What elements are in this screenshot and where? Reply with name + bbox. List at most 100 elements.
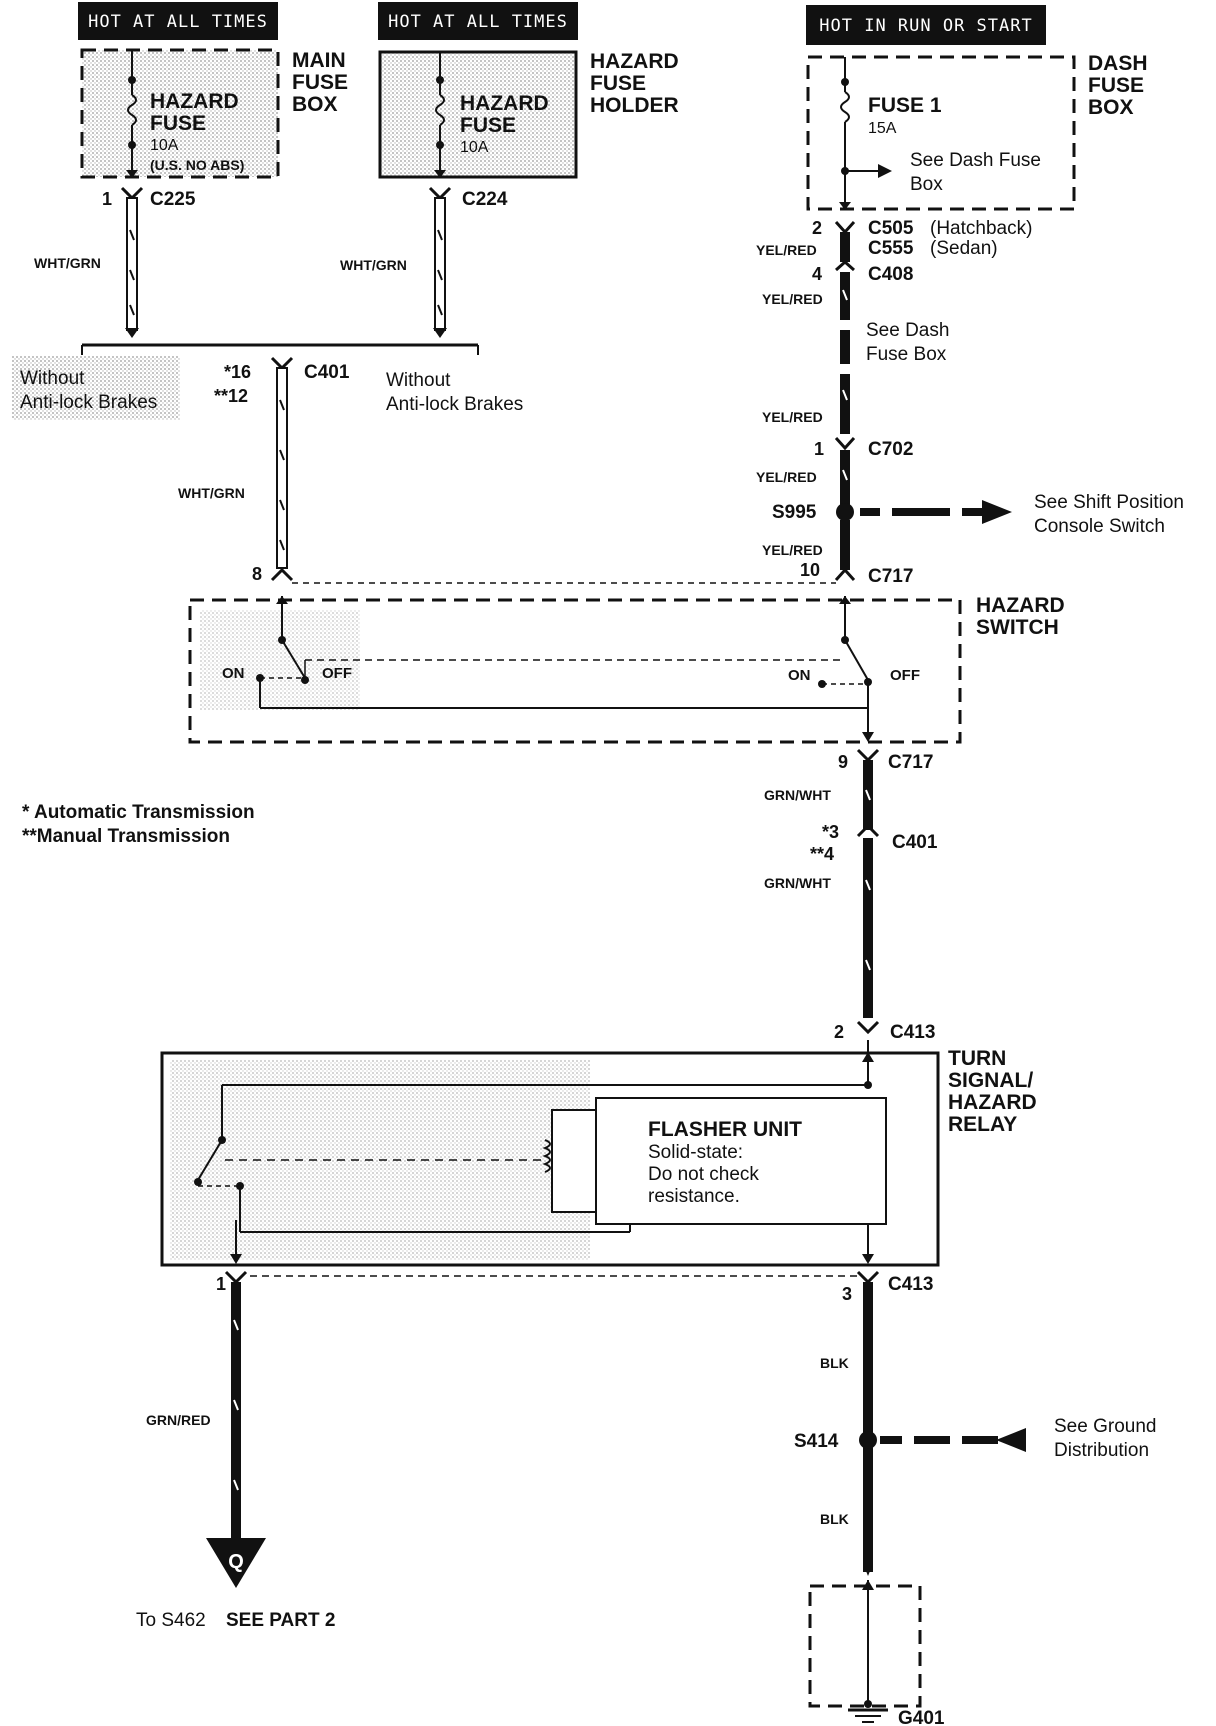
- connector-c224: C224: [462, 189, 508, 210]
- splice-s995: S995: [772, 502, 817, 523]
- svg-text:HAZARD: HAZARD: [150, 90, 239, 113]
- svg-text:BLK: BLK: [820, 1355, 849, 1371]
- svg-text:Do not check: Do not check: [648, 1164, 759, 1185]
- right-wire-harness: [834, 220, 1012, 582]
- svg-text:YEL/RED: YEL/RED: [756, 242, 817, 258]
- svg-text:FUSE 1: FUSE 1: [868, 94, 942, 117]
- svg-text:resistance.: resistance.: [648, 1186, 740, 1207]
- svg-text:Without: Without: [20, 368, 85, 389]
- hazard-fuse-holder: HAZARD FUSE 10A: [378, 50, 578, 179]
- svg-text:1: 1: [216, 1274, 226, 1294]
- svg-text:2: 2: [834, 1022, 844, 1042]
- svg-text:(U.S. NO ABS): (U.S. NO ABS): [150, 157, 244, 173]
- to-s462-label: To S462: [136, 1610, 206, 1631]
- svg-text:10: 10: [800, 560, 820, 580]
- hazard-switch-title: HAZARD: [976, 594, 1065, 617]
- svg-text:BLK: BLK: [820, 1511, 849, 1527]
- svg-text:*16: *16: [224, 362, 251, 382]
- svg-text:See Ground: See Ground: [1054, 1416, 1156, 1437]
- svg-text:Distribution: Distribution: [1054, 1440, 1149, 1461]
- svg-text:3: 3: [842, 1284, 852, 1304]
- note-automatic: * Automatic Transmission: [22, 802, 255, 823]
- connector-c401-mid: C401: [892, 832, 938, 853]
- grn-red-wire: Q: [206, 1270, 266, 1588]
- svg-text:BOX: BOX: [1088, 96, 1134, 119]
- svg-text:GRN/WHT: GRN/WHT: [764, 875, 831, 891]
- ground-g401: G401: [898, 1708, 945, 1726]
- svg-text:**12: **12: [214, 386, 248, 406]
- svg-text:Fuse Box: Fuse Box: [866, 344, 947, 365]
- svg-text:FUSE: FUSE: [150, 112, 206, 135]
- connector-c555: C555: [868, 238, 914, 259]
- connector-c413-top: C413: [890, 1022, 935, 1043]
- connector-c717-bottom: C717: [888, 752, 933, 773]
- svg-text:FUSE: FUSE: [460, 114, 516, 137]
- svg-text:ON: ON: [222, 665, 245, 682]
- svg-text:See Shift Position: See Shift Position: [1034, 492, 1184, 513]
- relay-title: TURN: [948, 1047, 1006, 1070]
- svg-text:10A: 10A: [460, 139, 489, 156]
- svg-text:WHT/GRN: WHT/GRN: [34, 255, 101, 271]
- connector-c702: C702: [868, 439, 913, 460]
- header-hazard-fuse-holder: HOT AT ALL TIMES: [378, 2, 578, 40]
- header-dash-fuse: HOT IN RUN OR START: [806, 5, 1046, 45]
- connector-c505: C505: [868, 218, 914, 239]
- svg-text:YEL/RED: YEL/RED: [762, 291, 823, 307]
- svg-text:1: 1: [814, 439, 824, 459]
- flasher-unit-label: FLASHER UNIT: [648, 1118, 802, 1141]
- connector-c225: C225: [150, 189, 196, 210]
- svg-text:2: 2: [812, 218, 822, 238]
- svg-text:Anti-lock Brakes: Anti-lock Brakes: [386, 394, 523, 415]
- svg-text:(Hatchback): (Hatchback): [930, 218, 1032, 239]
- svg-text:8: 8: [252, 564, 262, 584]
- svg-text:WHT/GRN: WHT/GRN: [178, 485, 245, 501]
- svg-text:Anti-lock Brakes: Anti-lock Brakes: [20, 392, 157, 413]
- without-abs-shade: [12, 356, 180, 420]
- svg-text:GRN/WHT: GRN/WHT: [764, 787, 831, 803]
- svg-text:10A: 10A: [150, 137, 179, 154]
- blk-ground-wire: [808, 1270, 1026, 1723]
- svg-text:YEL/RED: YEL/RED: [762, 542, 823, 558]
- svg-text:YEL/RED: YEL/RED: [756, 469, 817, 485]
- svg-text:Console Switch: Console Switch: [1034, 516, 1165, 537]
- svg-text:See Dash Fuse: See Dash Fuse: [910, 150, 1041, 171]
- svg-text:1: 1: [102, 189, 112, 209]
- svg-text:FUSE: FUSE: [1088, 74, 1144, 97]
- main-fuse-box: HAZARD FUSE 10A (U.S. NO ABS): [80, 48, 280, 179]
- turn-signal-hazard-relay: [160, 1040, 940, 1267]
- left-wire-harness: [81, 186, 479, 582]
- svg-text:HAZARD: HAZARD: [460, 92, 549, 115]
- connector-c413-bottom: C413: [888, 1274, 933, 1295]
- svg-text:*3: *3: [822, 822, 839, 842]
- svg-text:RELAY: RELAY: [948, 1113, 1017, 1136]
- svg-text:BOX: BOX: [292, 93, 338, 116]
- header-main-fuse: HOT AT ALL TIMES: [78, 2, 278, 40]
- svg-text:OFF: OFF: [322, 665, 352, 682]
- svg-text:See Dash: See Dash: [866, 320, 949, 341]
- svg-text:OFF: OFF: [890, 667, 920, 684]
- svg-text:Without: Without: [386, 370, 451, 391]
- connector-c717-top: C717: [868, 566, 913, 587]
- note-manual: **Manual Transmission: [22, 826, 230, 847]
- svg-text:(Sedan): (Sedan): [930, 238, 998, 259]
- svg-text:FUSE: FUSE: [292, 71, 348, 94]
- svg-text:HOT AT ALL TIMES: HOT AT ALL TIMES: [88, 12, 268, 32]
- svg-text:ON: ON: [788, 667, 811, 684]
- svg-text:WHT/GRN: WHT/GRN: [340, 257, 407, 273]
- hazard-switch: [188, 596, 962, 744]
- svg-text:HAZARD: HAZARD: [948, 1091, 1037, 1114]
- svg-text:Solid-state:: Solid-state:: [648, 1142, 743, 1163]
- see-part-2-label: SEE PART 2: [226, 1610, 335, 1631]
- svg-text:HOT IN RUN OR START: HOT IN RUN OR START: [819, 16, 1032, 36]
- dash-fuse-box: FUSE 1 15A See Dash Fuse Box: [806, 55, 1076, 211]
- svg-text:15A: 15A: [868, 120, 897, 137]
- svg-text:SIGNAL/: SIGNAL/: [948, 1069, 1033, 1092]
- splice-s414: S414: [794, 1431, 839, 1452]
- svg-text:YEL/RED: YEL/RED: [762, 409, 823, 425]
- svg-text:Box: Box: [910, 174, 943, 195]
- svg-text:9: 9: [838, 752, 848, 772]
- dash-fuse-box-title: DASH: [1088, 52, 1148, 75]
- svg-text:FUSE: FUSE: [590, 72, 646, 95]
- grn-wht-wire: [856, 748, 880, 1035]
